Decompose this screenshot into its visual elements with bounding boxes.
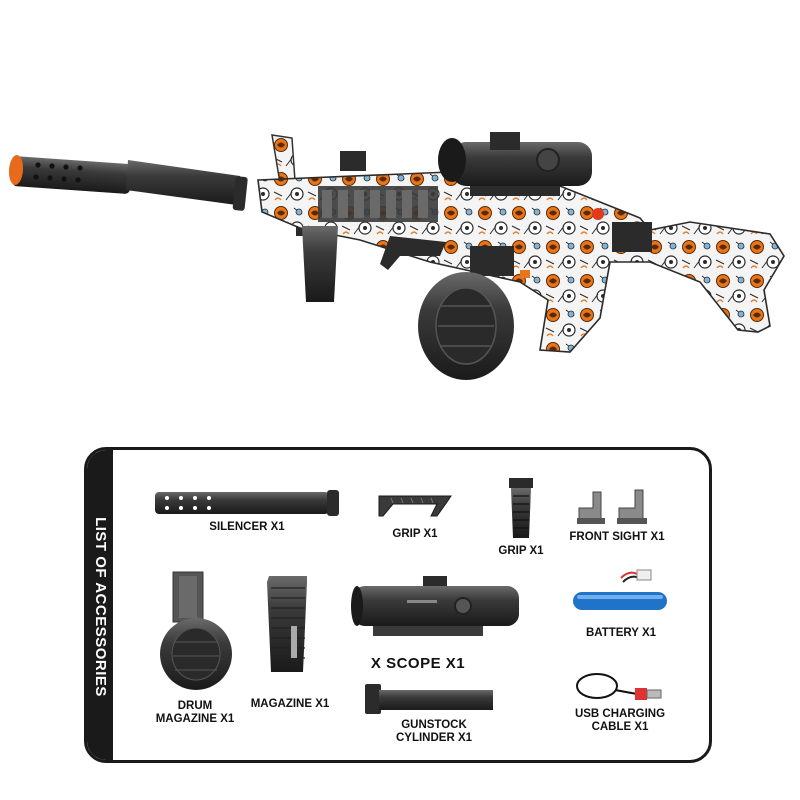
gunstock-cylinder-label: GUNSTOCK CYLINDER X1: [395, 719, 473, 744]
drum-magazine-label: DRUM MAGAZINE X1: [155, 700, 235, 725]
angled-grip-label: GRIP X1: [392, 528, 438, 540]
drum-on-rifle: [418, 246, 514, 380]
front-sight-label: FRONT SIGHT X1: [569, 531, 665, 543]
magazine-label: MAGAZINE X1: [250, 698, 330, 710]
panel-sidebar: LIST OF ACCESSORIES: [87, 450, 113, 760]
grips-on-rifle: [302, 226, 446, 302]
usb-cable-label: USB CHARGING CABLE X1: [574, 708, 666, 733]
drum-magazine-icon: [160, 571, 232, 690]
battery-label: BATTERY X1: [585, 627, 657, 639]
vertical-grip-label: GRIP X1: [498, 545, 544, 557]
gunstock-cylinder-icon: [365, 684, 493, 714]
accessories-panel: LIST OF ACCESSORIES SILENCER X1 GRIP X1 …: [84, 447, 712, 763]
scope-label: X SCOPE X1: [370, 655, 466, 672]
rail-on-rifle: [318, 186, 438, 222]
panel-title: LIST OF ACCESSORIES: [92, 517, 109, 697]
vertical-grip-icon: [509, 478, 533, 538]
blaster-rifle-image: [8, 132, 785, 380]
silencer-on-rifle: [8, 155, 248, 211]
front-sight-icon: [577, 489, 647, 524]
scope-icon: [351, 576, 519, 636]
silencer-label: SILENCER X1: [209, 521, 285, 533]
scope-on-rifle: [340, 132, 592, 196]
angled-grip-icon: [378, 495, 452, 517]
usb-cable-icon: [576, 673, 662, 700]
silencer-icon: [155, 490, 339, 516]
magazine-icon: [267, 576, 307, 672]
stock-tube-on-rifle: [612, 222, 652, 252]
battery-icon: [573, 569, 667, 610]
